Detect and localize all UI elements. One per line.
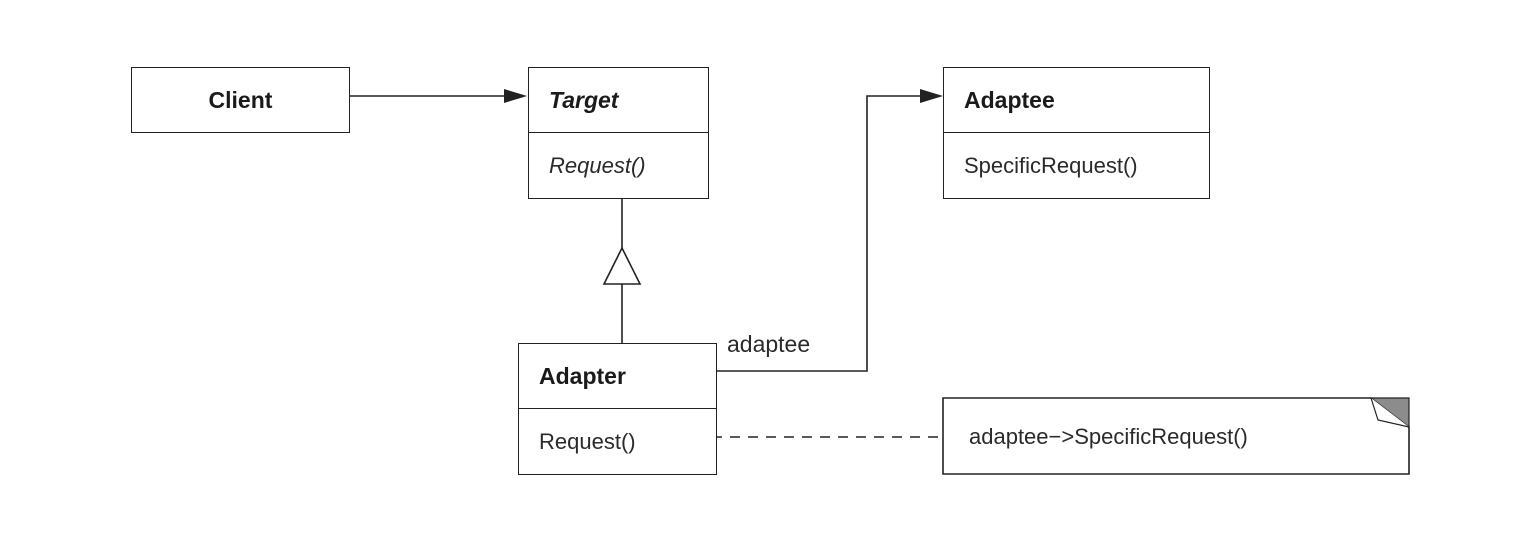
adaptee-name-compartment: Adaptee — [944, 68, 1209, 132]
target-name-compartment: Target — [529, 68, 708, 132]
target-class-box: Target Request() — [528, 67, 709, 199]
client-class-box: Client — [131, 67, 350, 133]
adapter-adaptee-arrowhead — [920, 89, 943, 103]
client-target-arrowhead — [504, 89, 527, 103]
client-class-name: Client — [208, 86, 273, 113]
adapter-name-compartment: Adapter — [519, 344, 716, 408]
adaptee-class-box: Adaptee SpecificRequest() — [943, 67, 1210, 199]
client-name-compartment: Client — [132, 68, 349, 132]
adapter-operations-compartment: Request() — [519, 408, 716, 474]
target-class-name: Target — [549, 86, 619, 113]
adapter-class-name: Adapter — [539, 362, 626, 389]
note-text: adaptee−>SpecificRequest() — [969, 424, 1248, 449]
adapter-operation: Request() — [539, 428, 636, 454]
generalization-triangle — [602, 246, 642, 285]
adaptee-operations-compartment: SpecificRequest() — [944, 132, 1209, 198]
adapter-adaptee-association-line — [717, 95, 926, 372]
target-operations-compartment: Request() — [529, 132, 708, 198]
adaptee-operation: SpecificRequest() — [964, 152, 1138, 178]
note-shape — [942, 397, 1410, 475]
note-fold-flap — [1370, 397, 1410, 428]
association-role-label: adaptee — [727, 331, 811, 357]
adapter-class-box: Adapter Request() — [518, 343, 717, 475]
target-operation: Request() — [549, 152, 646, 178]
adaptee-class-name: Adaptee — [964, 86, 1055, 113]
